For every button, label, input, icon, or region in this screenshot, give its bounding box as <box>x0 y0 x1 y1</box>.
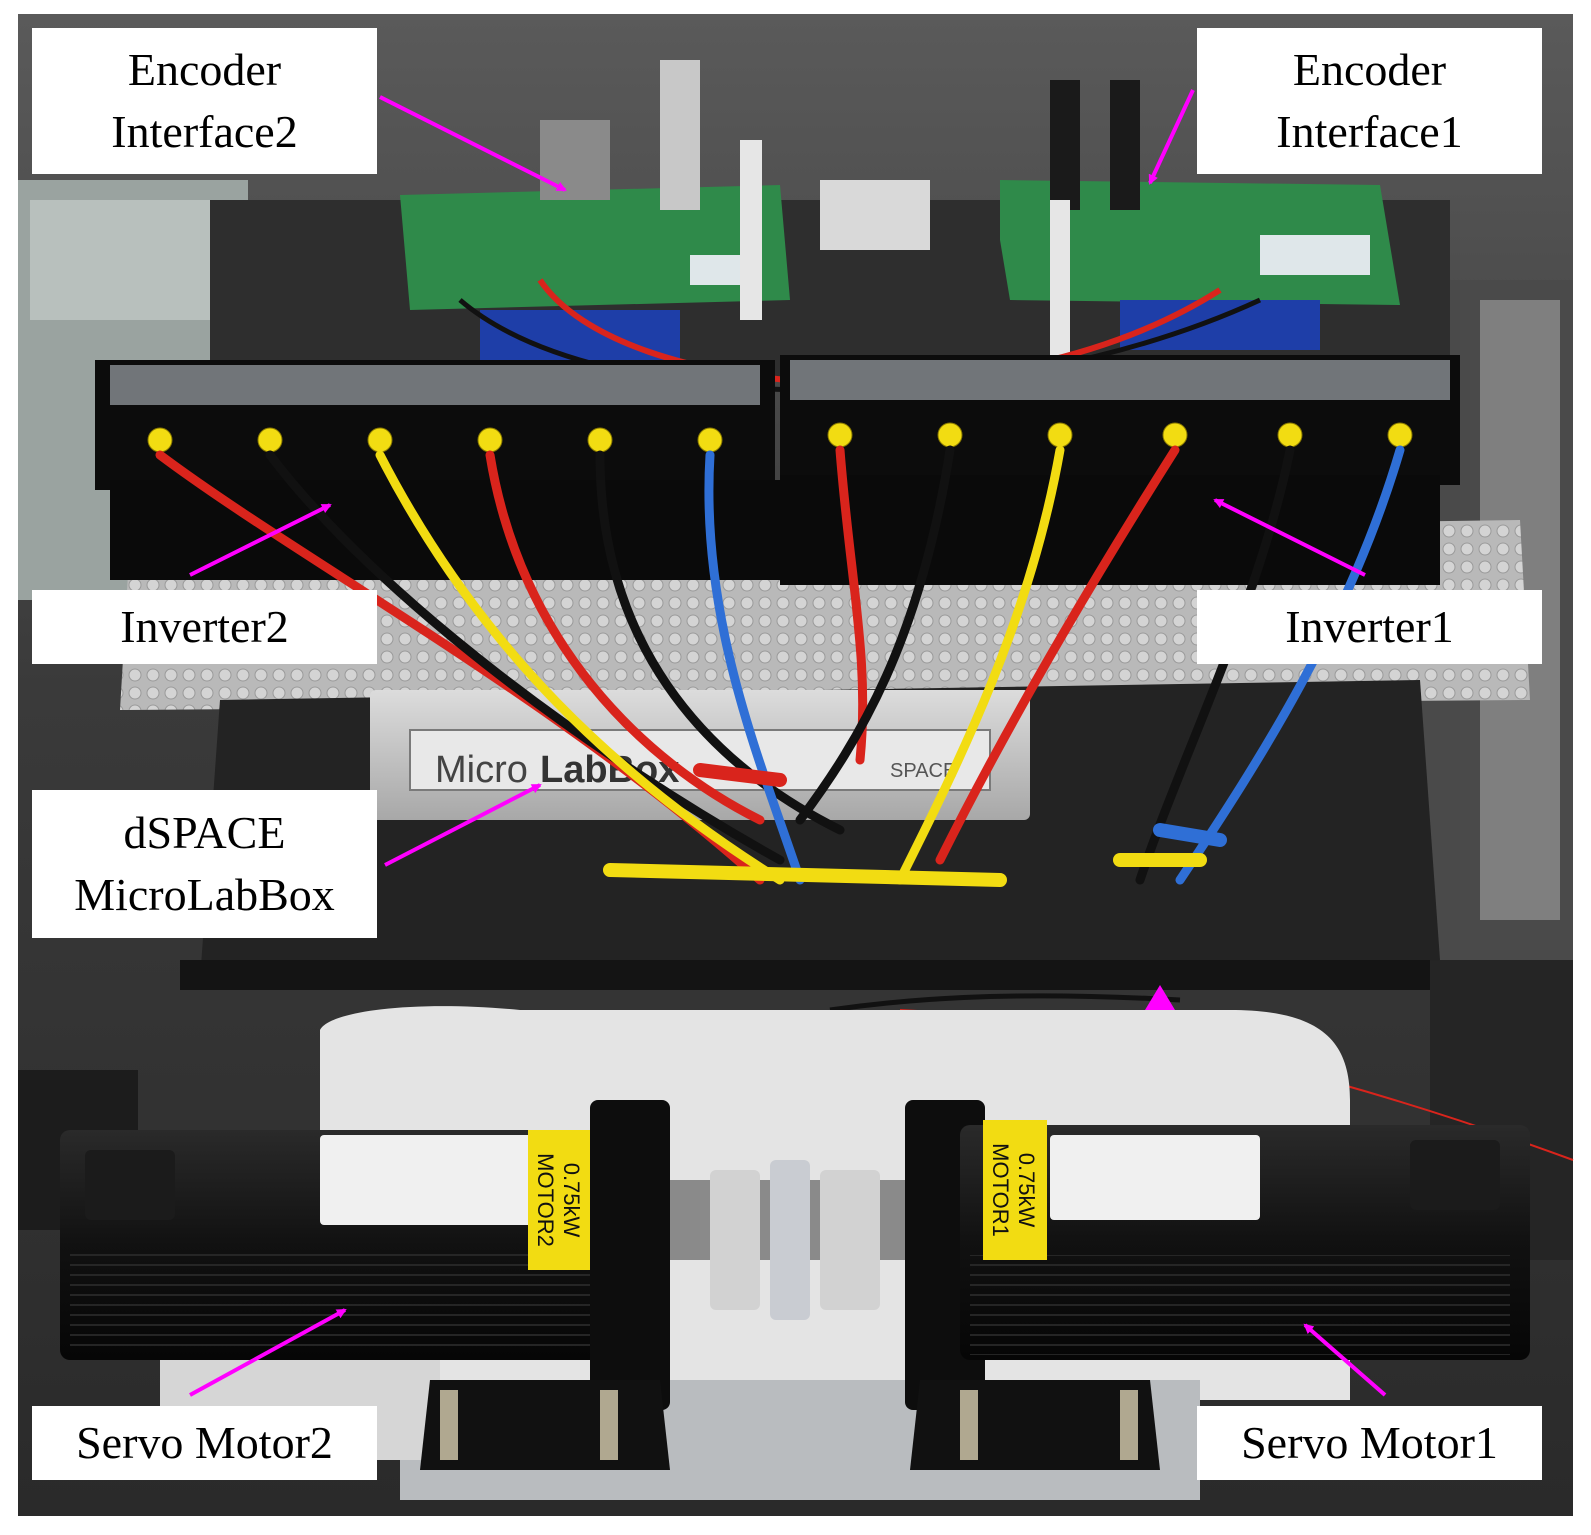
pointer-arrows <box>189 89 1387 1397</box>
inverter-1-block <box>780 355 1460 585</box>
motor2-tag-rating: 0.75kW <box>559 1163 584 1238</box>
microlabbox-maker: SPACE <box>890 760 956 782</box>
label-inverter1: Inverter1 <box>1197 590 1542 664</box>
label-dspace-line1: dSPACE <box>123 807 286 858</box>
label-servo-motor2: Servo Motor2 <box>32 1406 377 1480</box>
encoder-board-1 <box>1000 80 1400 360</box>
encoder-board-2 <box>400 60 790 320</box>
arrow-inverter1 <box>1213 498 1366 577</box>
label-dspace-line2: MicroLabBox <box>74 869 335 920</box>
motor1-tag-rating: 0.75kW <box>1014 1153 1039 1228</box>
arrow-encoder-interface1 <box>1148 89 1195 185</box>
arrow-servo-motor1 <box>1303 1323 1387 1397</box>
label-servo-motor1: Servo Motor1 <box>1197 1406 1542 1480</box>
servo-motor-1-body: 0.75kW MOTOR1 <box>905 1100 1530 1410</box>
label-inverter2: Inverter2 <box>32 590 377 664</box>
label-encoder-interface2-line2: Interface2 <box>111 106 298 157</box>
arrow-servo-motor2 <box>189 1308 347 1397</box>
label-encoder-interface2: Encoder Interface2 <box>32 28 377 174</box>
arrow-encoder-interface2 <box>379 95 567 192</box>
small-arrowhead <box>1145 985 1175 1010</box>
label-servo-motor2-text: Servo Motor2 <box>76 1417 333 1468</box>
microlabbox-brand-regular: Micro <box>435 749 528 791</box>
phase-cables <box>155 445 1405 887</box>
arrow-dspace <box>384 783 542 867</box>
shaft-coupling <box>670 1160 910 1320</box>
label-encoder-interface1: Encoder Interface1 <box>1197 28 1542 174</box>
label-inverter2-text: Inverter2 <box>120 601 289 652</box>
label-inverter1-text: Inverter1 <box>1285 601 1454 652</box>
microlabbox-unit: Micro LabBox SPACE <box>370 690 1030 820</box>
label-encoder-interface1-line2: Interface1 <box>1276 106 1463 157</box>
inverter-2-block <box>95 360 790 580</box>
label-servo-motor1-text: Servo Motor1 <box>1241 1417 1498 1468</box>
motor2-tag-name: MOTOR2 <box>533 1153 558 1247</box>
servo-motor-2-body: 0.75kW MOTOR2 <box>60 1100 670 1410</box>
motor1-tag-name: MOTOR1 <box>988 1143 1013 1237</box>
arrow-inverter2 <box>189 503 332 577</box>
label-encoder-interface1-line1: Encoder <box>1292 44 1447 95</box>
label-encoder-interface2-line1: Encoder <box>127 44 282 95</box>
label-dspace-microlabbox: dSPACE MicroLabBox <box>32 790 377 938</box>
